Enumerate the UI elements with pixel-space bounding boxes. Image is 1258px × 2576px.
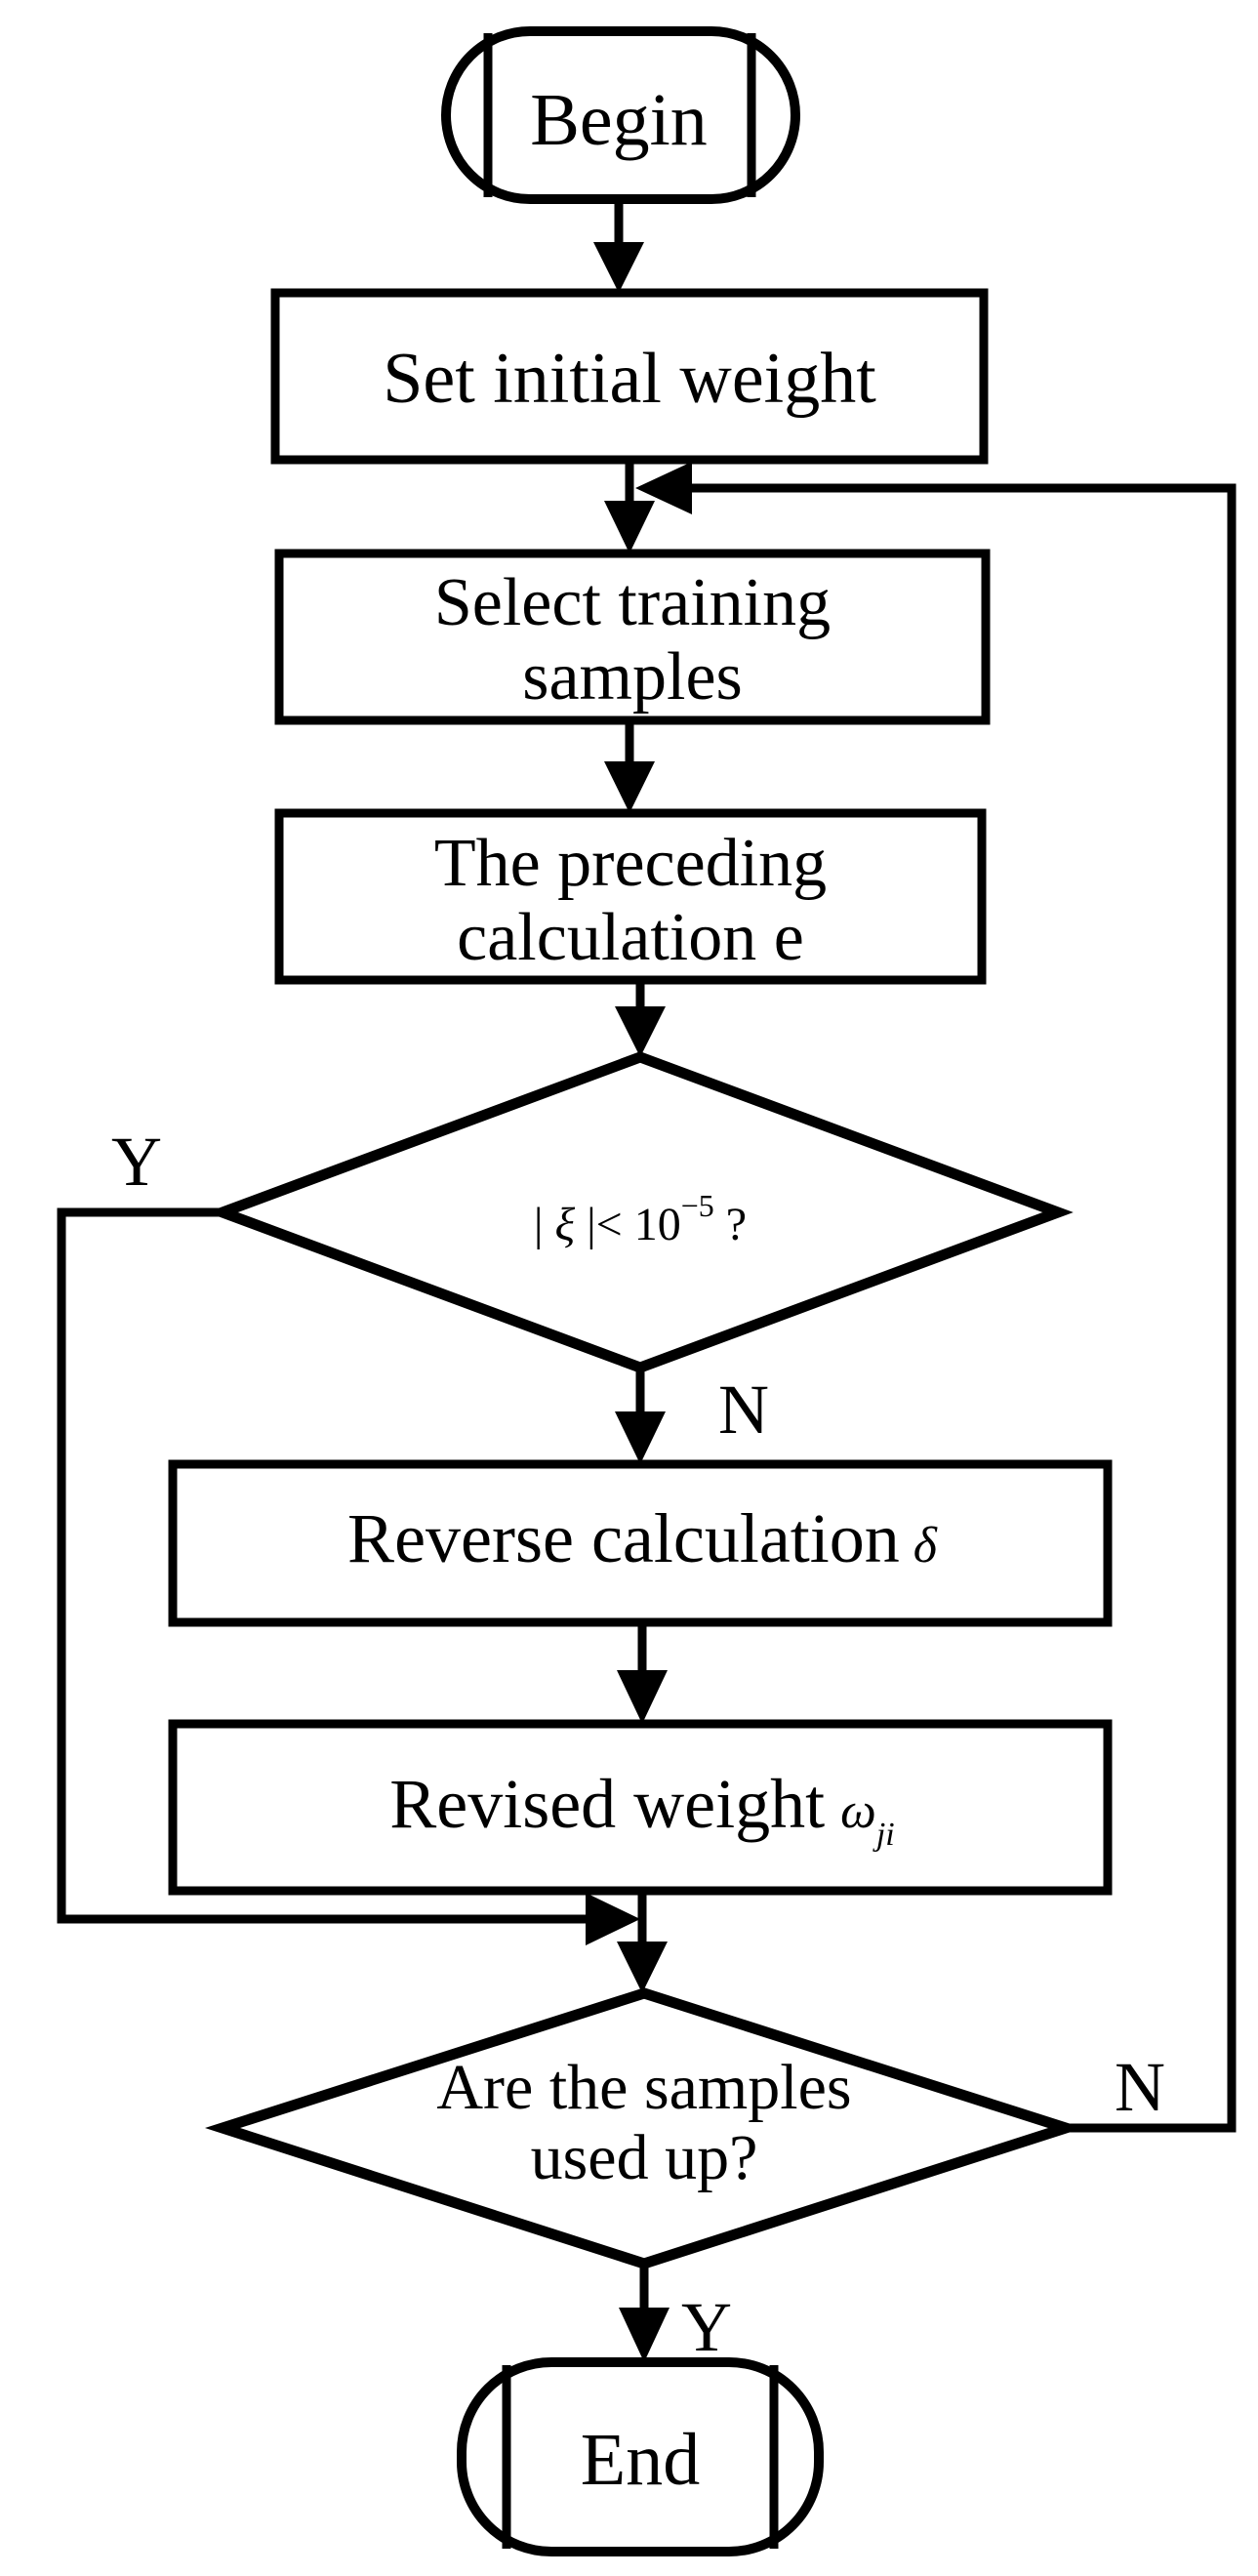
arrow-select-samples-to-preceding-calculation bbox=[604, 720, 655, 813]
arrowhead-down-icon bbox=[593, 242, 644, 293]
label-error-no: N bbox=[718, 1370, 769, 1449]
select-training-samples-box: Select training samples bbox=[274, 549, 991, 725]
samples-used-line2: used up? bbox=[531, 2122, 758, 2193]
arrowhead-left-icon bbox=[635, 462, 692, 514]
arrow-preceding-calculation-to-error-decision bbox=[615, 980, 666, 1057]
set-initial-weight-label: Set initial weight bbox=[383, 339, 876, 419]
set-initial-weight-box: Set initial weight bbox=[270, 288, 989, 465]
error-yes-loop-line bbox=[57, 1207, 640, 1945]
arrowhead-down-icon bbox=[604, 761, 655, 813]
preceding-calculation-line1: The preceding bbox=[434, 826, 827, 901]
label-error-yes: Y bbox=[111, 1123, 162, 1201]
select-training-samples-line2: samples bbox=[522, 639, 743, 715]
error-threshold-decision: | ξ |< 10−5 ? bbox=[207, 1051, 1074, 1373]
preceding-calculation-line2: calculation e bbox=[457, 900, 804, 975]
label-samples-no: N bbox=[1115, 2048, 1165, 2126]
label-samples-yes: Y bbox=[681, 2288, 732, 2366]
samples-no-loop-line bbox=[635, 462, 1237, 2133]
arrowhead-down-icon bbox=[617, 1670, 668, 1724]
end-label: End bbox=[581, 2419, 700, 2501]
arrowhead-down-icon bbox=[617, 1942, 668, 1993]
arrowhead-right-icon bbox=[586, 1893, 640, 1945]
arrow-samples-decision-to-end bbox=[619, 2264, 670, 2362]
samples-used-line1: Are the samples bbox=[436, 2052, 851, 2123]
preceding-calculation-box: The preceding calculation e bbox=[274, 808, 987, 985]
end-terminal: End bbox=[457, 2357, 824, 2556]
arrow-reverse-calculation-to-revised-weight bbox=[617, 1622, 668, 1724]
arrow-set-initial-weight-to-select-samples bbox=[604, 460, 655, 553]
arrowhead-down-icon bbox=[619, 2308, 670, 2362]
arrow-error-decision-to-reverse-calculation bbox=[615, 1368, 666, 1464]
error-threshold-condition: | ξ |< 10−5 ? bbox=[534, 1188, 747, 1250]
begin-terminal: Begin bbox=[441, 26, 800, 204]
arrow-revised-weight-to-samples-decision bbox=[617, 1891, 668, 1993]
arrowhead-down-icon bbox=[615, 1411, 666, 1464]
arrow-begin-to-set-initial-weight bbox=[593, 199, 644, 293]
arrowhead-down-icon bbox=[604, 501, 655, 553]
begin-label: Begin bbox=[530, 79, 708, 161]
arrowhead-down-icon bbox=[615, 1006, 666, 1057]
select-training-samples-line1: Select training bbox=[434, 565, 831, 640]
samples-used-decision: Are the samples used up? bbox=[204, 1987, 1084, 2269]
